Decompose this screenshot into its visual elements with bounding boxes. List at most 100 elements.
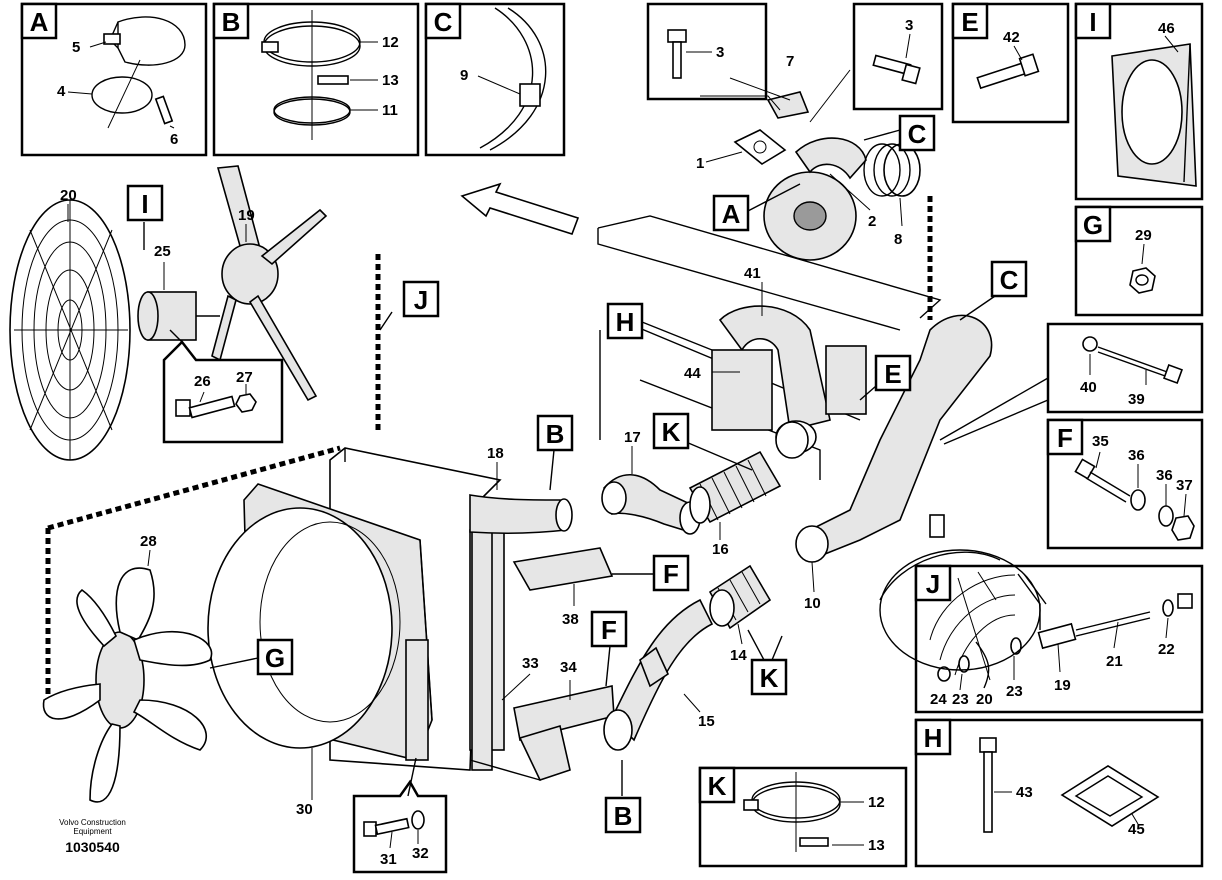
inset-a: A 5 4 6 <box>20 2 208 157</box>
callout-k-low: K <box>760 663 779 693</box>
callout-f-low: F <box>601 615 617 645</box>
inset-b-label-13: 13 <box>382 72 399 89</box>
part-label-7: 7 <box>786 53 794 70</box>
part-label-44: 44 <box>684 365 701 382</box>
inset-b-label-11: 11 <box>382 102 398 119</box>
direction-arrow <box>460 182 580 235</box>
inset-h-label-43: 43 <box>1016 784 1033 801</box>
inset-k: K 12 13 <box>698 766 908 868</box>
callout-f-mid: F <box>663 559 679 589</box>
bolt-box-31: 31 32 <box>352 779 448 874</box>
fan-guard-20 <box>9 199 131 461</box>
inset-f-tag: F <box>1057 423 1073 453</box>
brand-line-2: Equipment <box>73 827 112 836</box>
inset-f: F 35 36 36 37 <box>1046 418 1204 550</box>
callout-c-right: C <box>1000 265 1019 295</box>
part-label-8: 8 <box>894 231 902 248</box>
bracket-38 <box>512 547 614 591</box>
document-number: 1030540 <box>65 839 120 855</box>
inset-j-tag: J <box>926 569 940 599</box>
callout-b-low: B <box>614 801 633 831</box>
inset-c-tag: C <box>434 7 453 37</box>
inset-a-label-4: 4 <box>57 83 66 100</box>
part-label-17: 17 <box>624 429 641 446</box>
inset-h: H 43 45 <box>914 718 1204 868</box>
callout-k-top: K <box>662 417 681 447</box>
inset-i-label-46: 46 <box>1158 20 1175 37</box>
inset-k-label-13: 13 <box>868 837 885 854</box>
inset-k-label-12: 12 <box>868 794 885 811</box>
inset-g-tag: G <box>1083 210 1103 240</box>
inset-h-label-45: 45 <box>1128 821 1145 838</box>
part-label-28: 28 <box>140 533 157 550</box>
hose-10-end <box>795 525 829 563</box>
inset-f-label-37: 37 <box>1176 477 1193 494</box>
inset-f-label-36b: 36 <box>1156 467 1173 484</box>
hose-14 <box>708 564 772 630</box>
inset-j-label-21: 21 <box>1106 653 1123 670</box>
callout-g: G <box>265 643 285 673</box>
brand-line-1: Volvo Construction <box>59 818 126 827</box>
inset-g: G 29 <box>1074 205 1204 317</box>
main-callouts: A C I J H E C B K F G F K B <box>126 114 1028 834</box>
inset-e-tag: E <box>961 7 978 37</box>
callout-b-top: B <box>546 419 565 449</box>
inset-i-tag: I <box>1089 7 1096 37</box>
inset-f-label-36a: 36 <box>1128 447 1145 464</box>
inset-j-label-23a: 23 <box>1006 683 1023 700</box>
callout-i: I <box>141 189 148 219</box>
part-label-15: 15 <box>698 713 715 730</box>
bolt-box-26-label-27: 27 <box>236 369 253 386</box>
inset-c: C 9 <box>424 2 566 157</box>
inset-j-label-24: 24 <box>930 691 947 708</box>
inset-b-tag: B <box>222 7 241 37</box>
bolt-box-31-label-31: 31 <box>380 851 397 868</box>
part-label-2: 2 <box>868 213 876 230</box>
part-label-33: 33 <box>522 655 539 672</box>
part-label-30: 30 <box>296 801 313 818</box>
part-label-14: 14 <box>730 647 747 664</box>
hose-18 <box>469 494 567 535</box>
document-footer: Volvo Construction Equipment 1030540 <box>40 818 145 855</box>
callout-c-top: C <box>908 119 927 149</box>
inset-j: J 22 21 19 23 20 23 24 <box>914 564 1204 714</box>
fan-bracket-19 <box>211 165 328 402</box>
bolt-box-39: 40 39 <box>1046 322 1204 414</box>
bracket-34 <box>513 685 615 741</box>
inset-j-label-23b: 23 <box>952 691 969 708</box>
inset-j-label-19: 19 <box>1054 677 1071 694</box>
bolt-box-3-right: 3 <box>852 2 944 111</box>
inset-h-tag: H <box>924 723 943 753</box>
bolt-box-39-label-39: 39 <box>1128 391 1145 408</box>
part-label-34: 34 <box>560 659 577 676</box>
part-number-labels: 7 1 2 8 20 25 19 41 44 18 17 16 10 28 38… <box>60 53 902 818</box>
part-label-20: 20 <box>60 187 77 204</box>
bolt-box-26-label-26: 26 <box>194 373 211 390</box>
part-label-1: 1 <box>696 155 704 172</box>
hose-16 <box>688 421 809 524</box>
part-label-38: 38 <box>562 611 579 628</box>
part-label-10: 10 <box>804 595 821 612</box>
charge-air-pipe-41 <box>718 305 831 431</box>
inset-e-label-42: 42 <box>1003 29 1020 46</box>
inset-k-tag: K <box>708 771 727 801</box>
bolt-box-31-label-32: 32 <box>412 845 429 862</box>
bolt-box-26: 26 27 <box>162 340 284 444</box>
bolt-box-3-left-label: 3 <box>716 44 724 61</box>
turbocharger <box>733 91 921 261</box>
inset-a-label-6: 6 <box>170 131 178 148</box>
callout-leaders <box>143 129 1049 797</box>
fan-shroud-30 <box>207 483 433 761</box>
inset-c-label-9: 9 <box>460 67 468 84</box>
bolt-box-3-right-label: 3 <box>905 17 913 34</box>
callout-a: A <box>722 199 741 229</box>
inset-j-label-20: 20 <box>976 691 993 708</box>
inset-a-label-5: 5 <box>72 39 80 56</box>
bolt-box-39-label-40: 40 <box>1080 379 1097 396</box>
bolt-box-3-left: 3 <box>646 2 768 101</box>
part-label-18: 18 <box>487 445 504 462</box>
callout-h: H <box>616 307 635 337</box>
inset-i: I 46 <box>1074 2 1204 201</box>
inset-b: B 12 13 11 <box>212 2 420 157</box>
